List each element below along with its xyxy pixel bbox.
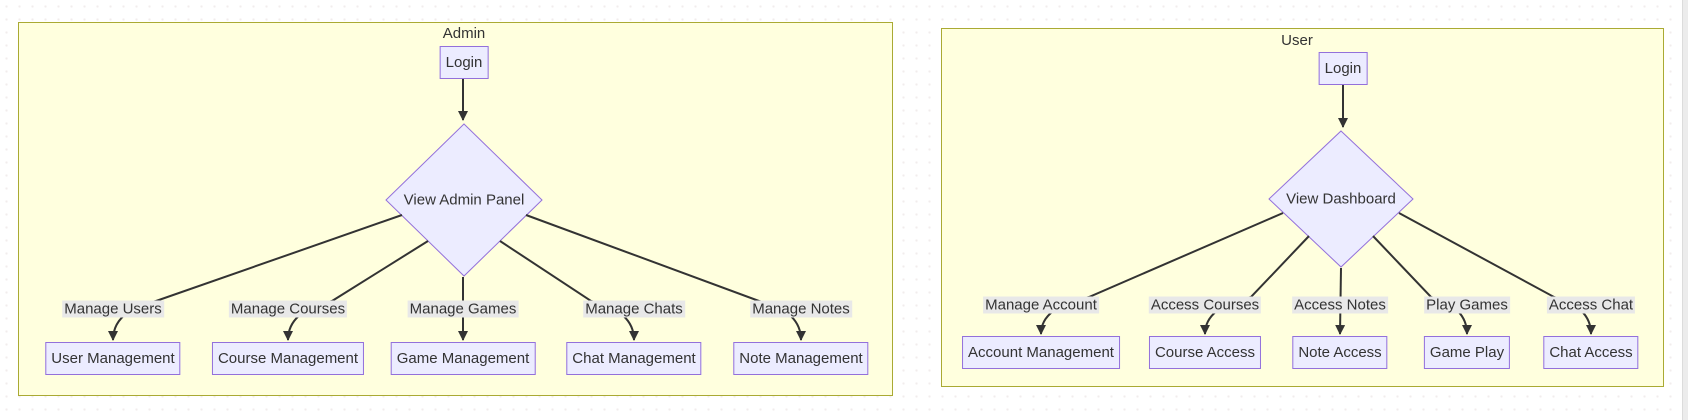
admin-cluster-title: Admin [442, 25, 486, 42]
edge-label-manage-games: Manage Games [407, 300, 519, 318]
edge-label-manage-chats: Manage Chats [583, 300, 685, 318]
edge-label-play-games: Play Games [1424, 296, 1510, 314]
edge-label-manage-courses: Manage Courses [228, 300, 348, 318]
node-chat-access: Chat Access [1543, 336, 1639, 369]
node-note-management: Note Management [733, 342, 869, 375]
admin-decision-label: View Admin Panel [403, 191, 525, 209]
node-note-access: Note Access [1292, 336, 1388, 369]
node-account-management: Account Management [962, 336, 1120, 369]
node-game-play: Game Play [1423, 336, 1511, 369]
user-subgraph: User Login View Dashboard Manage Account… [941, 28, 1664, 387]
node-course-access: Course Access [1148, 336, 1262, 369]
node-chat-management: Chat Management [566, 342, 702, 375]
user-decision-diamond [1268, 130, 1414, 268]
admin-login-node: Login [439, 46, 489, 79]
edge-label-manage-users: Manage Users [62, 300, 164, 318]
user-decision-label: View Dashboard [1286, 190, 1396, 208]
edge-label-manage-account: Manage Account [983, 296, 1099, 314]
edge-label-access-notes: Access Notes [1292, 296, 1388, 314]
edge-label-manage-notes: Manage Notes [750, 300, 852, 318]
node-user-management: User Management [45, 342, 181, 375]
user-flow-edges [1036, 82, 1596, 335]
admin-subgraph: Admin Login View Admin Panel Manage User… [18, 22, 893, 396]
node-course-management: Course Management [211, 342, 365, 375]
user-cluster-title: User [1281, 32, 1313, 49]
user-login-node: Login [1318, 52, 1368, 85]
edge-label-access-chat: Access Chat [1546, 296, 1636, 314]
admin-decision-diamond [385, 123, 543, 277]
node-game-management: Game Management [390, 342, 536, 375]
vertical-scrollbar[interactable] [1682, 0, 1688, 420]
edge-label-access-courses: Access Courses [1148, 296, 1262, 314]
